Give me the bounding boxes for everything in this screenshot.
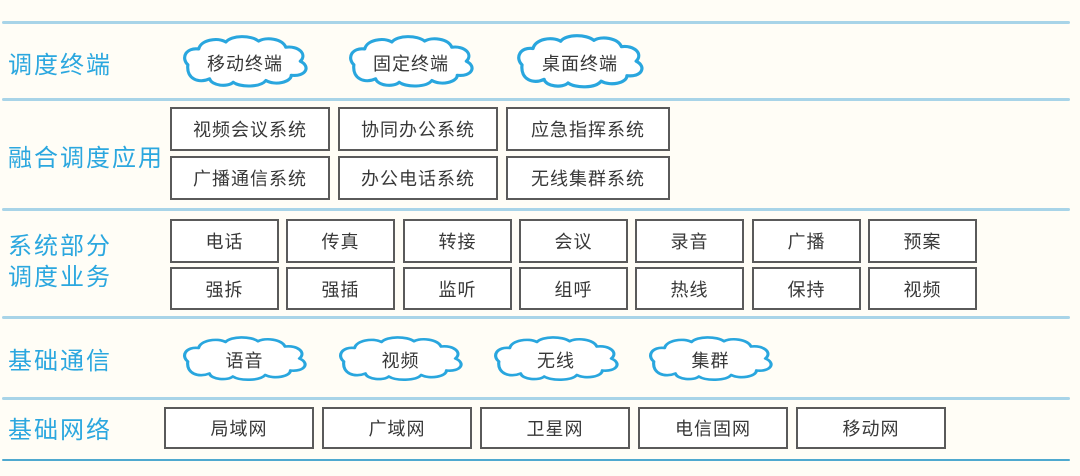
layer-label-applications: 融合调度应用 xyxy=(8,144,164,172)
service-box: 会议 xyxy=(519,219,628,263)
layer-label-terminals: 调度终端 xyxy=(8,51,112,79)
service-box: 组呼 xyxy=(519,267,628,310)
cloud-label: 视频 xyxy=(381,351,420,372)
cloud-label: 固定终端 xyxy=(373,54,449,75)
service-box: 强插 xyxy=(286,267,395,310)
service-box: 转接 xyxy=(403,219,512,263)
layer-label-networks: 基础网络 xyxy=(8,416,112,444)
layer-label-services-line1: 系统部分 xyxy=(8,232,112,260)
cloud-shape xyxy=(349,35,474,88)
service-box: 电话 xyxy=(170,219,279,263)
separator-line xyxy=(2,316,1070,319)
service-box: 热线 xyxy=(635,267,744,310)
separator-line xyxy=(2,98,1070,101)
application-box: 应急指挥系统 xyxy=(506,107,670,151)
cloud-label: 集群 xyxy=(691,351,730,372)
cloud-shape xyxy=(183,336,307,381)
cloud-shape xyxy=(183,35,308,88)
communication-cloud: 集群 xyxy=(643,336,778,384)
application-box: 办公电话系统 xyxy=(338,156,498,200)
cloud-shape xyxy=(339,336,463,381)
separator-line xyxy=(2,397,1070,400)
cloud-label: 桌面终端 xyxy=(542,54,618,75)
terminal-cloud: 移动终端 xyxy=(177,35,313,91)
separator-line xyxy=(2,208,1070,211)
cloud-shape xyxy=(517,34,644,89)
application-box: 协同办公系统 xyxy=(338,107,498,151)
service-box: 录音 xyxy=(635,219,744,263)
layer-label-services-line2: 调度业务 xyxy=(8,263,112,291)
service-box: 视频 xyxy=(868,267,977,310)
service-box: 预案 xyxy=(868,219,977,263)
cloud-shape xyxy=(494,336,619,381)
communication-cloud: 视频 xyxy=(333,336,468,384)
cloud-label: 语音 xyxy=(225,351,264,372)
service-box: 监听 xyxy=(403,267,512,310)
application-box: 视频会议系统 xyxy=(170,107,330,151)
separator-line-bottom xyxy=(2,459,1070,461)
application-box: 广播通信系统 xyxy=(170,156,330,200)
network-box: 局域网 xyxy=(164,407,314,449)
service-box: 保持 xyxy=(752,267,861,310)
communication-cloud: 无线 xyxy=(488,336,624,384)
terminal-cloud: 固定终端 xyxy=(343,35,479,91)
separator-line xyxy=(2,21,1070,24)
cloud-label: 移动终端 xyxy=(207,54,283,75)
network-box: 移动网 xyxy=(796,407,946,449)
service-box: 传真 xyxy=(286,219,395,263)
service-box: 强拆 xyxy=(170,267,279,310)
network-box: 广域网 xyxy=(322,407,472,449)
terminal-cloud: 桌面终端 xyxy=(511,34,649,92)
network-box: 电信固网 xyxy=(638,407,788,449)
application-box: 无线集群系统 xyxy=(506,156,670,200)
cloud-shape xyxy=(649,336,773,381)
service-box: 广播 xyxy=(752,219,861,263)
communication-cloud: 语音 xyxy=(177,336,312,384)
network-box: 卫星网 xyxy=(480,407,630,449)
layer-label-communications: 基础通信 xyxy=(8,347,112,375)
layer-label-services: 系统部分 调度业务 xyxy=(8,231,112,293)
cloud-label: 无线 xyxy=(537,351,575,372)
